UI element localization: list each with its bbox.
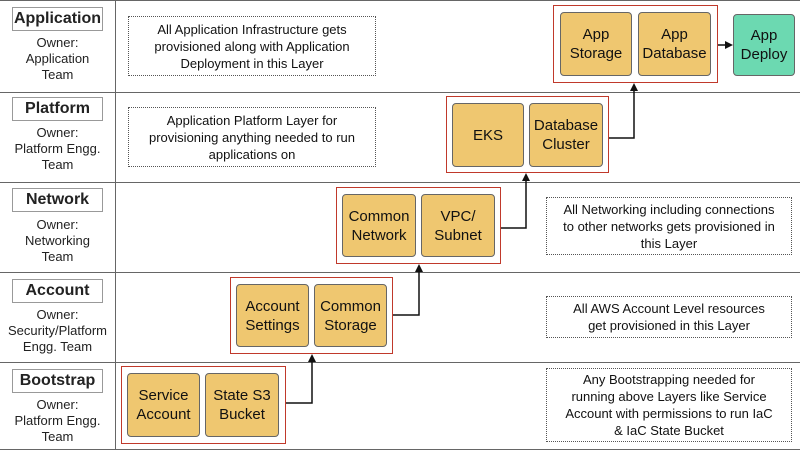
note-bootstrap: Any Bootstrapping needed for running abo…: [546, 368, 792, 442]
group-application: [553, 5, 718, 83]
note-line: provisioning anything needed to run: [149, 129, 355, 145]
layer-divider: [0, 92, 800, 93]
note-network: All Networking including connections to …: [546, 197, 792, 255]
box-state-s3-bucket[interactable]: State S3 Bucket: [205, 373, 279, 437]
box-label: Common: [348, 207, 410, 225]
box-label: EKS: [472, 126, 503, 144]
layer-divider: [0, 0, 800, 1]
box-account-settings[interactable]: Account Settings: [236, 284, 309, 347]
box-app-database[interactable]: App Database: [638, 12, 711, 76]
box-label: Settings: [245, 316, 300, 334]
owner-line: Engg. Team: [22, 339, 93, 354]
box-label: Subnet: [434, 226, 482, 244]
owner-line: Owner:: [36, 307, 79, 322]
owner-line: Owner:: [36, 397, 79, 412]
box-label: Storage: [569, 45, 623, 62]
box-eks[interactable]: EKS: [452, 103, 524, 167]
note-line: All AWS Account Level resources: [573, 301, 765, 316]
box-app-deploy[interactable]: App Deploy: [733, 14, 795, 76]
group-account: [230, 277, 393, 354]
layer-divider: [0, 272, 800, 273]
box-common-storage[interactable]: Common Storage: [314, 284, 387, 347]
layer-owner-platform: Owner: Platform Engg. Team: [0, 125, 115, 173]
layer-owner-application: Owner: Application Team: [0, 35, 115, 83]
layer-divider: [0, 362, 800, 363]
layer-owner-network: Owner: Networking Team: [0, 217, 115, 265]
owner-line: Team: [41, 157, 74, 172]
box-label: App: [750, 27, 778, 44]
box-app-storage[interactable]: App Storage: [560, 12, 632, 76]
note-line: Application Platform Layer for: [166, 112, 338, 128]
owner-line: Team: [41, 249, 74, 264]
note-line: this Layer: [640, 235, 698, 251]
note-line: provisioned along with Application: [154, 38, 350, 54]
box-label: App: [582, 26, 610, 43]
connector-network-to-platform: [501, 173, 530, 229]
note-line: & IaC State Bucket: [614, 423, 724, 438]
box-database-cluster[interactable]: Database Cluster: [529, 103, 603, 167]
box-label: Service: [138, 387, 189, 404]
layer-owner-account: Owner: Security/Platform Engg. Team: [0, 307, 115, 355]
box-label: App: [661, 26, 688, 43]
owner-line: Security/Platform: [8, 323, 107, 338]
owner-line: Networking: [24, 233, 91, 248]
box-label: Account: [245, 297, 300, 315]
box-label: Storage: [324, 316, 377, 334]
owner-line: Platform Engg.: [14, 141, 101, 156]
box-vpc-subnet[interactable]: VPC/ Subnet: [421, 194, 495, 257]
note-line: running above Layers like Service: [571, 389, 767, 404]
owner-line: Owner:: [36, 35, 79, 50]
note-line: Deployment in this Layer: [180, 55, 324, 71]
connector-account-to-network: [393, 264, 423, 316]
owner-line: Platform Engg.: [14, 413, 101, 428]
column-divider: [115, 0, 116, 450]
layer-name-bootstrap: Bootstrap: [12, 369, 103, 393]
group-bootstrap: [121, 366, 286, 444]
note-line: All Application Infrastructure gets: [157, 21, 347, 37]
owner-line: Owner:: [36, 125, 79, 140]
layer-name-account: Account: [12, 279, 103, 303]
note-line: to other networks gets provisioned in: [563, 218, 775, 234]
note-line: Account with permissions to run IaC: [565, 406, 773, 421]
box-label: Network: [351, 226, 407, 244]
note-application: All Application Infrastructure gets prov…: [128, 16, 376, 76]
layer-name-network: Network: [12, 188, 103, 212]
note-line: get provisioned in this Layer: [588, 318, 750, 333]
box-label: Account: [136, 406, 191, 423]
layer-name-application: Application: [12, 7, 103, 31]
box-label: Bucket: [219, 406, 265, 423]
box-label: VPC/: [440, 207, 476, 225]
layer-name-platform: Platform: [12, 97, 103, 121]
box-common-network[interactable]: Common Network: [342, 194, 416, 257]
box-label: Database: [642, 45, 707, 62]
group-network: [336, 187, 501, 264]
owner-line: Application: [25, 51, 90, 66]
note-platform: Application Platform Layer for provision…: [128, 107, 376, 167]
connector-platform-to-application: [609, 83, 638, 139]
box-label: Database: [533, 117, 599, 134]
note-line: applications on: [208, 146, 296, 162]
box-label: Cluster: [542, 136, 590, 153]
group-platform: [446, 96, 609, 173]
box-service-account[interactable]: Service Account: [127, 373, 200, 437]
layer-divider: [0, 182, 800, 183]
note-line: Any Bootstrapping needed for: [582, 372, 755, 387]
box-label: Common: [320, 297, 381, 315]
box-label: State S3: [213, 387, 271, 404]
owner-line: Team: [41, 67, 74, 82]
layer-owner-bootstrap: Owner: Platform Engg. Team: [0, 397, 115, 445]
box-label: Deploy: [740, 46, 788, 63]
owner-line: Owner:: [36, 217, 79, 232]
note-account: All AWS Account Level resources get prov…: [546, 296, 792, 338]
note-line: All Networking including connections: [563, 201, 775, 217]
connector-bootstrap-to-account: [286, 354, 316, 404]
owner-line: Team: [41, 429, 74, 444]
